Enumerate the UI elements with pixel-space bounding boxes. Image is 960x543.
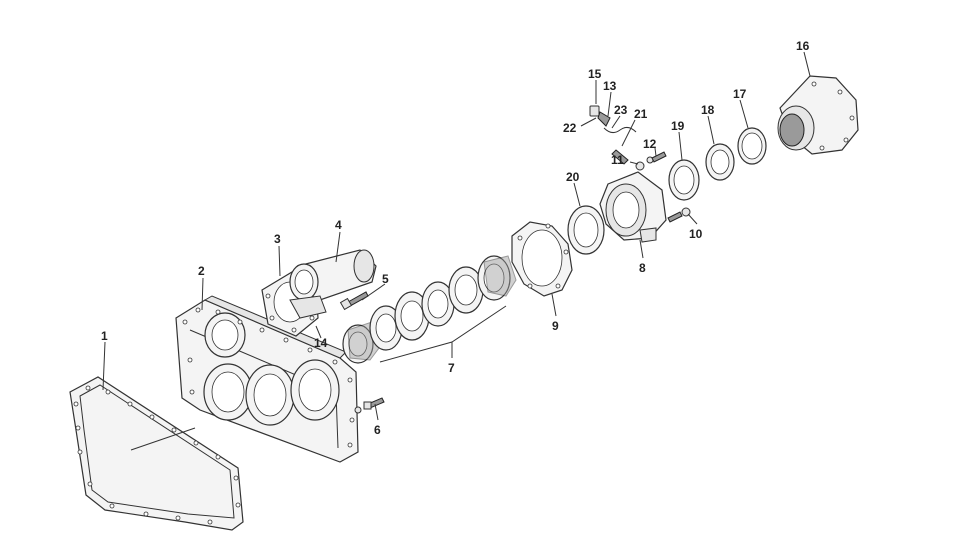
label-13: 13: [603, 79, 617, 93]
part-1-gasket: [69, 376, 244, 531]
label-11: 11: [611, 153, 624, 167]
label-22: 22: [563, 121, 577, 135]
small-hardware: [589, 105, 667, 171]
part-17-ring: [737, 127, 767, 165]
part-8-bearing-housing: [599, 171, 667, 243]
part-6-bolts: [354, 397, 385, 414]
label-4: 4: [335, 218, 342, 232]
label-15: 15: [588, 67, 602, 81]
label-14: 14: [314, 336, 328, 350]
part-10-bolt: [667, 207, 691, 223]
part-9-ring-gasket: [511, 221, 573, 297]
label-23: 23: [614, 103, 628, 117]
part-16-flange-hub: [777, 75, 859, 155]
label-1: 1: [101, 329, 108, 343]
label-18: 18: [701, 103, 715, 117]
label-16: 16: [796, 39, 810, 53]
label-7: 7: [448, 361, 455, 375]
part-7-bearing-stack: [342, 255, 517, 364]
label-8: 8: [639, 261, 646, 275]
label-3: 3: [274, 232, 281, 246]
part-18-ring: [705, 143, 735, 181]
part-19-ring: [668, 159, 700, 201]
part-20-ring: [567, 205, 605, 255]
label-10: 10: [689, 227, 703, 241]
part-5-bolt: [339, 291, 369, 311]
label-19: 19: [671, 119, 685, 133]
label-6: 6: [374, 423, 381, 437]
label-5: 5: [382, 272, 389, 286]
part-labels: 1 2 3 4 5 6 7 8 9 10 11 12 13 14 15 16 1…: [101, 39, 810, 437]
label-20: 20: [566, 170, 580, 184]
label-12: 12: [643, 137, 657, 151]
label-2: 2: [198, 264, 205, 278]
label-9: 9: [552, 319, 559, 333]
label-21: 21: [634, 107, 648, 121]
leader-lines: [102, 51, 811, 451]
part-4-sleeve: [289, 249, 377, 319]
label-17: 17: [733, 87, 747, 101]
